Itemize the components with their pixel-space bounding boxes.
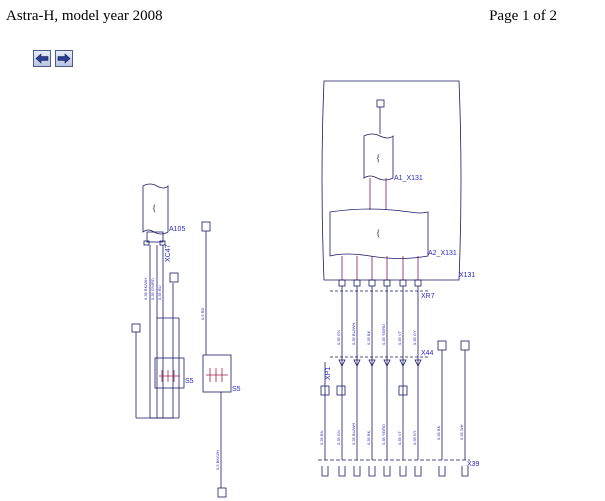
component-a2-x131: {: [329, 208, 429, 259]
svg-text:0.35 VT: 0.35 VT: [397, 430, 402, 445]
svg-text:0.35 VT: 0.35 VT: [397, 330, 402, 345]
svg-text:0.35 BK/WH: 0.35 BK/WH: [143, 278, 148, 300]
next-page-button[interactable]: [55, 50, 73, 67]
svg-text:0.35 GY: 0.35 GY: [412, 330, 417, 345]
module-x131: [321, 80, 462, 281]
svg-text:0.35 GN/RD: 0.35 GN/RD: [150, 278, 155, 300]
label-s5-right: S5: [232, 386, 241, 393]
switch-s5-right: [202, 354, 232, 393]
svg-text:0.5 BK/WH: 0.5 BK/WH: [215, 450, 220, 470]
svg-text:{: {: [152, 203, 156, 213]
svg-text:0.35 BK: 0.35 BK: [366, 430, 371, 445]
label-s5-left: S5: [185, 378, 194, 385]
svg-text:{: {: [376, 153, 380, 163]
svg-text:0.35 BU/WH: 0.35 BU/WH: [351, 423, 356, 445]
label-xp1: XP1: [325, 367, 332, 380]
svg-text:0.35 GY: 0.35 GY: [412, 430, 417, 445]
arrow-right-icon: [57, 53, 71, 64]
svg-text:0.35 WH: 0.35 WH: [459, 424, 464, 440]
label-x44: X44: [421, 350, 434, 357]
switch-s5-left: [154, 357, 185, 389]
svg-text:0.35 GN: 0.35 GN: [336, 430, 341, 445]
svg-text:0.5 RD: 0.5 RD: [200, 307, 205, 320]
component-a105: {: [142, 183, 169, 235]
label-xc47: XC47: [165, 244, 172, 262]
svg-text:0.35 YE/RD: 0.35 YE/RD: [381, 424, 386, 445]
svg-text:0.35 BK: 0.35 BK: [366, 330, 371, 345]
label-a105: A105: [169, 226, 185, 233]
svg-text:0.35 YE/RD: 0.35 YE/RD: [381, 324, 386, 345]
svg-text:0.35 BU: 0.35 BU: [157, 285, 162, 300]
svg-text:0.35 BK: 0.35 BK: [436, 425, 441, 440]
document-title: Astra-H, model year 2008: [6, 8, 163, 24]
component-a1-x131: {: [363, 133, 394, 181]
label-x131: X131: [459, 272, 475, 279]
svg-text:0.35 GN: 0.35 GN: [336, 330, 341, 345]
svg-text:0.35 BU/WH: 0.35 BU/WH: [351, 323, 356, 345]
label-xr7: XR7: [421, 293, 435, 300]
page-indicator: Page 1 of 2: [489, 8, 557, 24]
svg-text:0.35 BN: 0.35 BN: [319, 430, 324, 445]
label-a1-x131: A1_X131: [394, 175, 423, 182]
label-a2-x131: A2_X131: [428, 250, 457, 257]
svg-text:{: {: [376, 228, 380, 238]
arrow-left-icon: [35, 53, 49, 64]
label-x39: X39: [467, 461, 480, 468]
previous-page-button[interactable]: [33, 50, 51, 67]
